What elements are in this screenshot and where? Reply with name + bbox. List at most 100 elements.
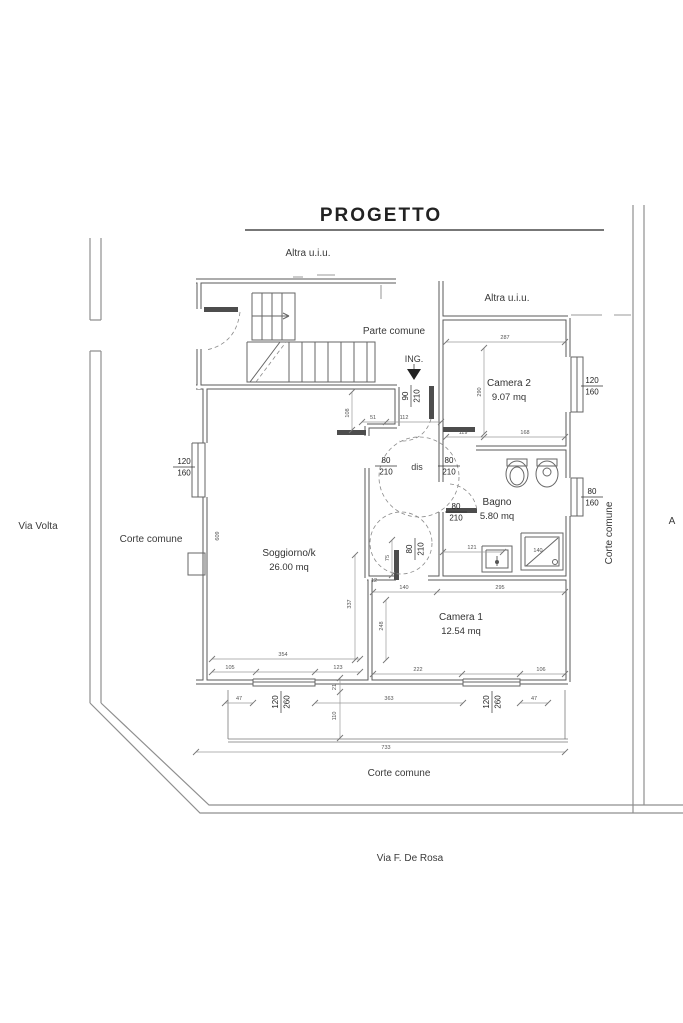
toilet-bowl [505,460,529,488]
dim-121: 121 [467,545,476,551]
window-width: 80 [588,487,597,496]
dim-47-right: 47 [531,696,537,702]
door-height: 210 [449,514,463,523]
door-swing-arc-dis [378,436,460,518]
dim-110: 110 [332,712,338,721]
door-width: 80 [452,502,461,511]
dim-119: 119 [459,430,468,436]
french-door-height: 260 [283,695,292,709]
staircase [246,292,376,383]
door-width: 80 [445,456,454,465]
label-altra-uiu-right: Altra u.i.u. [484,293,529,304]
window-height: 160 [177,469,191,478]
page-title: PROGETTO [320,205,442,226]
dim-75: 75 [385,555,391,561]
label-window-bagno-80-160: 80 160 [581,487,603,508]
label-section-marker-a: A [669,516,676,527]
room-name-bagno: Bagno [483,497,512,508]
window-height: 160 [585,388,599,397]
french-door-height: 260 [494,695,503,709]
sink-drain [495,560,499,564]
dim-106: 106 [536,667,545,673]
shower-drain [552,559,558,565]
bidet-bowl [535,460,559,488]
door-swing-arc-bagno [449,483,478,512]
label-french-door-right-120-260: 120 260 [482,691,503,713]
room-area-camera2: 9.07 mq [492,392,526,403]
toilet-tank [506,458,528,467]
dim-248: 248 [379,621,385,630]
door-leaf-entrance [429,386,434,419]
entrance-label: ING. [405,354,424,364]
label-french-door-left-120-260: 120 260 [271,691,292,713]
door-height: 210 [379,468,393,477]
bidet-drain [542,467,552,477]
window-symbol-bagno [570,477,584,517]
dim-112: 112 [400,415,409,421]
label-via-volta: Via Volta [18,521,58,532]
door-leaf-bagno [446,508,477,513]
walls [187,274,631,685]
door-swing-arc-neighbor [205,311,241,351]
door-leaf-camera1 [394,550,399,580]
dim-354: 354 [278,652,287,658]
door-height: 210 [417,542,426,556]
dimension-lines [192,338,569,756]
french-door-sill-left [252,678,316,687]
door-leaf-neighbor [204,307,238,312]
dim-140: 140 [399,585,408,591]
room-area-camera1: 12.54 mq [441,626,481,637]
label-door-bagno-80-210: 80 210 [445,502,467,523]
stair-break-line [255,341,287,383]
dim-287: 287 [500,335,509,341]
door-height: 210 [442,468,456,477]
dim-140b: 140 [533,548,542,554]
door-width: 80 [405,544,414,553]
room-name-camera2: Camera 2 [487,378,531,389]
shower-box [520,532,564,571]
french-door-sill-right [462,678,521,687]
label-window-soggiorno-120-160: 120 160 [173,457,195,478]
opening-labels: 90 210 80 210 80 210 80 210 80 210 120 1… [173,376,603,713]
boundary-right [632,205,645,813]
dim-47-left: 47 [236,696,242,702]
french-door-width: 120 [271,695,280,709]
door-swing-arc-corridor [369,511,433,575]
window-width: 120 [585,376,599,385]
label-door-soggiorno-80-210: 80 210 [375,456,397,477]
boundary-diagonal-and-bottom [89,702,683,814]
label-door-camera1-80-210: 80 210 [405,538,426,560]
door-leaf-camera2 [443,427,475,432]
entrance-width: 90 [401,391,410,400]
wall-pilaster [187,552,206,576]
label-door-camera2-80-210: 80 210 [438,456,460,477]
dim-123: 123 [333,665,342,671]
dim-168: 168 [520,430,529,436]
window-symbol-soggiorno [191,442,206,498]
stair-upper-flight [251,292,296,341]
ing-arrow-icon [407,369,421,380]
label-entrance-90-210: 90 210 [401,385,422,407]
room-area-soggiorno: 26.00 mq [269,562,309,573]
dimension-texts: 287 290 119 168 51 112 108 354 105 123 1… [215,335,546,751]
dim-337: 337 [347,599,353,608]
label-parte-comune: Parte comune [363,326,426,337]
dim-363: 363 [384,696,393,702]
dim-295: 295 [495,585,504,591]
entrance-height: 210 [413,389,422,403]
windows [191,356,584,687]
window-symbol-camera2 [570,356,584,413]
property-boundary [89,205,683,814]
window-width: 120 [177,457,191,466]
label-corte-comune-left: Corte comune [120,534,183,545]
entrance-marker: ING. [405,354,424,380]
dim-290: 290 [477,387,483,396]
window-height: 160 [585,499,599,508]
label-corte-comune-bottom: Corte comune [368,768,431,779]
wall-stub-lines [293,274,631,316]
bathroom-fixtures [481,458,564,573]
door-leaf-soggiorno [337,430,366,435]
room-area-bagno: 5.80 mq [480,511,514,522]
bidet-tank [536,458,558,467]
boundary-left [89,238,102,703]
